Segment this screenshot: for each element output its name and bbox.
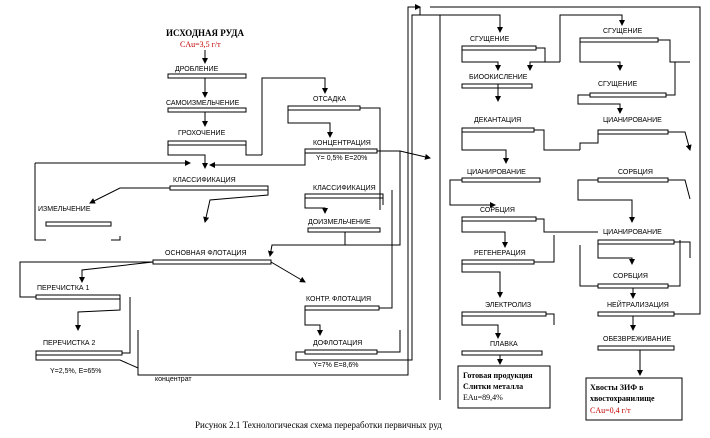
bar-control-flotation [304,305,380,311]
bar-sorption-b2 [597,283,669,289]
bar-classification-2 [304,193,384,199]
bar-smelting [461,350,543,356]
bar-thickening-b2 [589,92,667,98]
source-ore-grade: CAu=3,5 г/т [180,40,221,49]
node-control-flotation: КОНТР. ФЛОТАЦИЯ [306,296,371,303]
node-regeneration: РЕГЕНЕРАЦИЯ [474,250,526,257]
node-scavenger-flotation: ДОФЛОТАЦИЯ [313,340,362,347]
bar-detoxification [597,345,675,351]
bar-thickening-a [461,45,537,51]
source-ore-title: ИСХОДНАЯ РУДА [166,28,244,38]
bar-cleaning-1 [35,294,121,300]
node-crushing: ДРОБЛЕНИЕ [175,66,219,73]
bar-electrolysis [461,311,547,317]
bar-biooxidation [461,83,533,89]
node-grinding: ИЗМЕЛЬЧЕНИЕ [38,206,91,213]
bar-cyanidation-b2 [597,239,675,245]
node-cleaning-1: ПЕРЕЧИСТКА 1 [37,285,90,292]
node-classification-2: КЛАССИФИКАЦИЯ [313,185,376,192]
bar-grinding [45,221,112,227]
tails-subtitle: хвостохранилище [590,394,655,403]
cleaning-yield: Y=2,5%, E=65% [50,368,101,375]
node-classification: КЛАССИФИКАЦИЯ [173,177,236,184]
concentration-yield: Y= 0,5% E=20% [316,155,367,162]
node-cyanidation-a: ЦИАНИРОВАНИЕ [467,169,526,176]
node-electrolysis: ЭЛЕКТРОЛИЗ [485,302,531,309]
node-sorption-b2: СОРБЦИЯ [613,273,648,280]
node-biooxidation: БИООКИСЛЕНИЕ [469,74,528,81]
scavenger-yield: Y=7% E=8,6% [313,362,359,369]
node-self-grinding: САМОИЗМЕЛЬЧЕНИЕ [166,100,240,107]
node-decantation: ДЕКАНТАЦИЯ [474,117,521,124]
bar-classification [169,185,269,191]
bar-main-flotation [152,259,272,265]
node-cyanidation-b2: ЦИАНИРОВАНИЕ [603,229,662,236]
node-smelting: ПЛАВКА [490,341,518,348]
product-recovery: EAu=89,4% [463,393,503,402]
node-concentration: КОНЦЕНТРАЦИЯ [313,140,371,147]
bar-screening [167,140,247,146]
tails-box [585,377,683,421]
node-cyanidation-b1: ЦИАНИРОВАНИЕ [603,117,662,124]
bar-cyanidation-a [461,177,541,183]
node-detoxification: ОБЕЗВРЕЖИВАНИЕ [603,336,671,343]
bar-regeneration [461,259,535,265]
bar-neutralization [597,311,675,317]
node-thickening-a: СГУЩЕНИЕ [470,36,510,43]
node-main-flotation: ОСНОВНАЯ ФЛОТАЦИЯ [165,250,247,257]
node-regrinding: ДОИЗМЕЛЬЧЕНИЕ [308,219,371,226]
product-box [457,365,551,409]
bar-regrinding [307,227,381,233]
node-thickening-b2: СГУЩЕНИЕ [598,81,638,88]
concentrate-label: концентрат [155,376,192,383]
product-title: Готовая продукция [463,371,533,380]
bar-sorption-a [461,216,537,222]
node-neutralization: НЕЙТРАЛИЗАЦИЯ [607,300,669,309]
node-settling: ОТСАДКА [313,96,346,103]
tails-title: Хвосты ЗИФ в [590,383,644,392]
node-sorption-b1: СОРБЦИЯ [618,169,653,176]
node-sorption-a: СОРБЦИЯ [480,207,515,214]
bar-cyanidation-b1 [597,129,669,135]
bar-scavenger-flotation [304,349,378,355]
figure-caption: Рисунок 2.1 Технологическая схема перера… [195,420,442,430]
bar-crushing [167,73,247,79]
node-screening: ГРОХОЧЕНИЕ [178,130,226,137]
node-thickening-b1: СГУЩЕНИЕ [603,28,643,35]
bar-concentration [304,148,378,154]
bar-thickening-b1 [579,37,659,43]
bar-self-grinding [167,107,247,113]
tails-grade: CAu=0,4 г/т [590,406,631,415]
product-subtitle: Слитки металла [463,382,523,391]
bar-sorption-b1 [597,177,669,183]
node-cleaning-2: ПЕРЕЧИСТКА 2 [43,340,96,347]
bar-cleaning-2 [35,350,123,356]
bar-settling [287,105,361,111]
bar-decantation [461,127,535,133]
